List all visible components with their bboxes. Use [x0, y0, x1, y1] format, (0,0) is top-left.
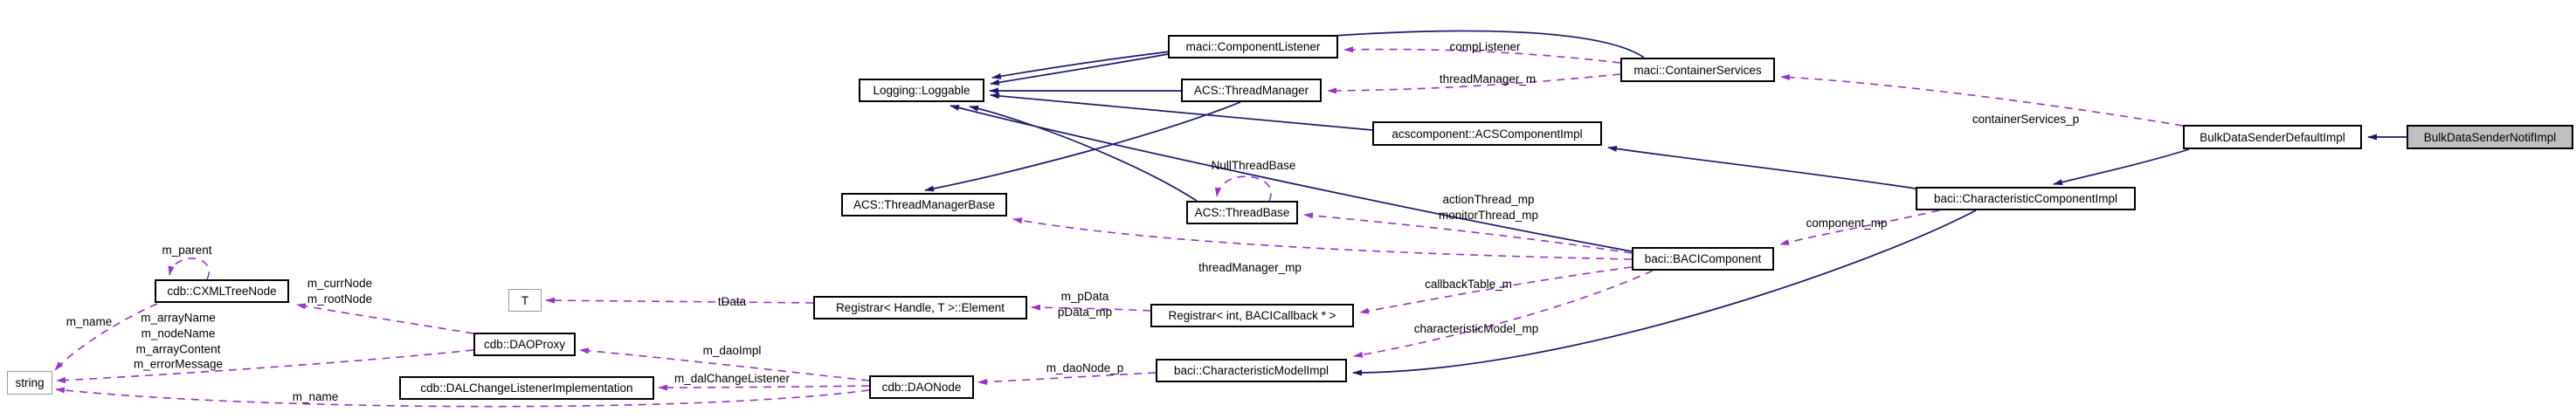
node-template-t: T: [508, 289, 542, 312]
edge-label-mdaonode-p: m_daoNode_p: [1046, 361, 1124, 375]
edge-bacicomponent-to-loggable: [950, 105, 1633, 252]
node-registrar-element[interactable]: Registrar< Handle, T >::Element: [813, 296, 1027, 319]
edge-label-component-mp: component_mp: [1806, 216, 1888, 230]
node-cdb-daonode[interactable]: cdb::DAONode: [869, 375, 974, 399]
edge-label-marrayname-group: m_arrayName m_nodeName m_arrayContent m_…: [133, 311, 224, 371]
edge-threadmanager-to-threadmanagerbase: [924, 101, 1241, 192]
edge-threadmanager-m: [1327, 73, 1621, 94]
node-acs-threadmanagerbase[interactable]: ACS::ThreadManagerBase: [841, 193, 1007, 216]
edge-mname-daonode: [55, 387, 870, 408]
edge-threadbase-to-loggable: [969, 105, 1198, 202]
node-baci-bacicomponent[interactable]: baci::BACIComponent: [1632, 247, 1774, 271]
node-string: string: [7, 371, 52, 395]
edge-tdata: [545, 297, 814, 304]
edge-componentlistener-to-loggable: [990, 53, 1169, 86]
edge-complistener: [1343, 46, 1621, 64]
edge-callbacktable-m: [1359, 266, 1633, 314]
edge-label-callbacktable-m: callbackTable_m: [1425, 278, 1512, 292]
edge-label-characteristicmodel-mp: characteristicModel_mp: [1413, 322, 1539, 336]
edge-label-threadmanager-m: threadManager_m: [1439, 72, 1537, 86]
edge-label-mcurrnode: m_currNode m_rootNode: [307, 277, 373, 306]
edge-mpdata: [1031, 304, 1151, 312]
edge-label-actionthread-mp: actionThread_mp monitorThread_mp: [1438, 193, 1539, 222]
edge-label-mparent: m_parent: [162, 244, 212, 258]
node-registrar-int-bacicallback[interactable]: Registrar< int, BACICallback * >: [1150, 304, 1354, 327]
node-acs-threadbase[interactable]: ACS::ThreadBase: [1186, 201, 1298, 224]
edge-label-mdaoimpl: m_daoImpl: [702, 344, 762, 358]
node-cdb-dalchangelistenerimplementation[interactable]: cdb::DALChangeListenerImplementation: [399, 376, 654, 400]
edge-mcurrnode: [296, 303, 474, 334]
edge-component-mp: [1779, 210, 1940, 245]
edge-threadmanager-mp: [1012, 217, 1633, 260]
node-baci-characteristicmodelimpl[interactable]: baci::CharacteristicModelImpl: [1156, 359, 1347, 382]
edge-mparent-selfloop: [168, 258, 210, 280]
edge-actionthread-mp: [1303, 212, 1633, 254]
edge-containerservices-p: [1780, 74, 2184, 127]
edge-bulkdefault-to-characteristiccomponentimpl: [2053, 148, 2190, 186]
edge-mdaonode-p: [977, 372, 1157, 385]
edge-label-mname-upper: m_name: [66, 315, 113, 329]
edge-label-threadmanager-mp: threadManager_mp: [1198, 261, 1302, 275]
edge-mdalchangelistener: [658, 384, 870, 391]
node-bulkdatasenderdefaultimpl[interactable]: BulkDataSenderDefaultImpl: [2183, 125, 2362, 149]
node-bulkdatasendernotifimpl: BulkDataSenderNotifImpl: [2407, 125, 2573, 149]
node-acscomponent-acscomponentimpl[interactable]: acscomponent::ACSComponentImpl: [1372, 121, 1602, 146]
edge-label-complistener: compListener: [1449, 40, 1521, 54]
edge-characteristiccomponentimpl-to-acscomponentimpl: [1607, 145, 1916, 189]
edge-label-mpdata: m_pData pData_mp: [1057, 290, 1113, 319]
edge-label-mdalchangelistener: m_dalChangeListener: [673, 372, 791, 386]
edge-containerservices-to-loggable: [991, 30, 1645, 79]
edge-label-tdata: tData: [717, 295, 747, 309]
edge-mname-cxml: [54, 303, 158, 371]
edge-nullthreadbase-selfloop: [1214, 175, 1272, 202]
node-maci-containerservices[interactable]: maci::ContainerServices: [1620, 58, 1775, 82]
node-maci-componentlistener[interactable]: maci::ComponentListener: [1168, 35, 1338, 58]
edge-characteristiccomponentimpl-to-characteristicmodelimpl: [1352, 210, 1977, 376]
edge-label-nullthreadbase: NullThreadBase: [1211, 159, 1296, 173]
node-cdb-cxmltreenode[interactable]: cdb::CXMLTreeNode: [155, 279, 289, 303]
node-acs-threadmanager[interactable]: ACS::ThreadManager: [1181, 79, 1322, 102]
edge-acscomponentimpl-to-loggable: [990, 93, 1373, 131]
node-baci-characteristiccomponentimpl[interactable]: baci::CharacteristicComponentImpl: [1916, 187, 2136, 210]
edge-label-containerservices-p: containerServices_p: [1972, 113, 2080, 127]
edge-characteristicmodel-mp: [1353, 270, 1654, 358]
edge-label-mname-lower: m_name: [292, 390, 339, 404]
node-logging-loggable[interactable]: Logging::Loggable: [859, 79, 984, 102]
node-cdb-daoproxy[interactable]: cdb::DAOProxy: [473, 333, 576, 356]
